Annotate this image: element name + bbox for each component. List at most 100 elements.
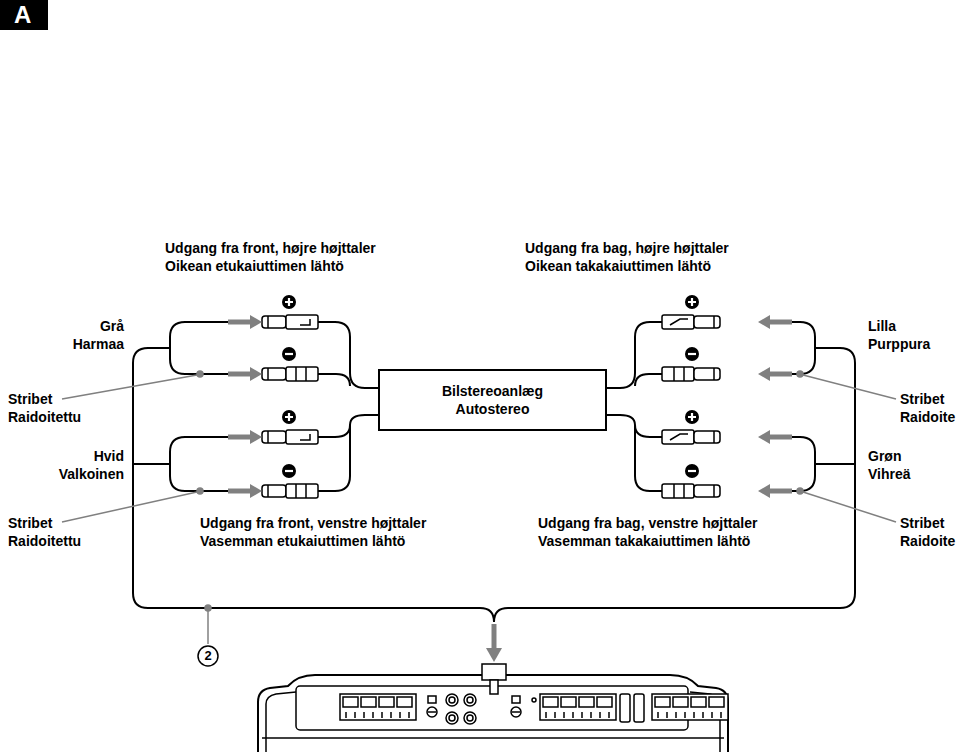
insert-arrow bbox=[228, 484, 262, 498]
drawing-stroke bbox=[286, 484, 318, 498]
drawing-stroke bbox=[197, 371, 203, 377]
drawing-stroke bbox=[207, 610, 209, 644]
drawing-stroke bbox=[250, 430, 262, 444]
drawing-stroke bbox=[267, 316, 269, 328]
drawing-stroke bbox=[758, 367, 770, 381]
drawing-stroke bbox=[532, 698, 536, 702]
insert-arrow bbox=[758, 484, 792, 498]
drawing-stroke bbox=[803, 492, 896, 522]
drawing-stroke bbox=[464, 694, 476, 706]
terminal-plug bbox=[662, 315, 720, 329]
drawing-stroke bbox=[770, 320, 792, 325]
drawing-stroke bbox=[607, 322, 662, 388]
wire-label: Vasemman takakaiuttimen lähtö bbox=[538, 532, 750, 550]
drawing-stroke bbox=[446, 694, 458, 706]
drawing-stroke bbox=[300, 319, 310, 325]
drawing-stroke bbox=[815, 463, 855, 465]
drawing-stroke bbox=[713, 431, 715, 443]
drawing-stroke bbox=[670, 434, 688, 440]
terminal-plug bbox=[262, 484, 318, 498]
terminal-plug bbox=[662, 367, 720, 381]
minus-sign bbox=[282, 464, 296, 478]
drawing-stroke bbox=[427, 707, 437, 717]
drawing-stroke bbox=[635, 425, 662, 491]
terminal-cell bbox=[673, 697, 688, 707]
wire-label: Stribet bbox=[900, 514, 944, 532]
drawing-stroke bbox=[170, 437, 228, 491]
drawing-stroke bbox=[285, 298, 293, 306]
drawing-stroke bbox=[296, 484, 306, 498]
drawing-stroke bbox=[262, 431, 286, 443]
minus-sign bbox=[685, 347, 699, 361]
terminal-cell bbox=[709, 697, 724, 707]
terminal-screw bbox=[694, 712, 703, 718]
drawing-stroke bbox=[285, 353, 293, 355]
drawing-stroke bbox=[266, 692, 296, 752]
drawing-stroke bbox=[512, 696, 520, 703]
plus-sign bbox=[685, 295, 699, 309]
terminal-plug bbox=[662, 430, 720, 444]
drawing-stroke bbox=[758, 484, 770, 498]
drawing-stroke bbox=[228, 489, 250, 494]
drawing-stroke bbox=[262, 737, 724, 739]
insert-arrow bbox=[228, 315, 262, 329]
wire-label: Harmaa bbox=[73, 335, 124, 353]
terminal-screw bbox=[346, 712, 355, 718]
wire-label: Stribet bbox=[8, 390, 52, 408]
wire-label: Oikean takakaiuttimen lähtö bbox=[525, 257, 711, 275]
drawing-stroke bbox=[770, 372, 792, 377]
drawing-stroke bbox=[674, 484, 684, 498]
terminal-screw bbox=[582, 712, 591, 718]
drawing-stroke bbox=[250, 315, 262, 329]
drawing-stroke bbox=[449, 697, 455, 703]
drawing-stroke bbox=[662, 367, 694, 381]
wire-label: Udgang fra front, højre højttaler bbox=[165, 239, 376, 257]
drawing-stroke bbox=[286, 430, 318, 444]
drawing-stroke bbox=[797, 371, 803, 377]
drawing-stroke bbox=[688, 413, 696, 421]
terminal-screw bbox=[382, 712, 391, 718]
drawing-stroke bbox=[688, 353, 696, 355]
amplifier bbox=[258, 664, 728, 752]
drawing-stroke bbox=[282, 347, 296, 361]
box-text: Autostereo bbox=[456, 400, 530, 418]
wire-label: Vasemman etukaiuttimen lähtö bbox=[200, 532, 405, 550]
drawing-stroke bbox=[250, 484, 262, 498]
drawing-stroke bbox=[262, 485, 286, 497]
drawing-stroke bbox=[713, 485, 715, 497]
wire-label: Udgang fra bag, venstre højttaler bbox=[538, 514, 757, 532]
drawing-stroke bbox=[490, 680, 498, 694]
drawing-stroke bbox=[318, 425, 350, 491]
section-tab bbox=[0, 0, 48, 30]
wire-label: Raidoitettu bbox=[8, 532, 81, 550]
wire-label: Vihreä bbox=[868, 465, 911, 483]
drawing-stroke bbox=[449, 715, 455, 721]
polarity-signs bbox=[282, 295, 699, 478]
terminal-cell bbox=[343, 697, 358, 707]
drawing-stroke bbox=[758, 315, 770, 329]
drawing-stroke bbox=[511, 707, 521, 717]
insert-arrow bbox=[758, 430, 792, 444]
drawing-stroke bbox=[170, 322, 228, 374]
drawing-stroke bbox=[803, 375, 896, 399]
drawing-stroke bbox=[300, 434, 310, 440]
drawing-stroke bbox=[318, 374, 350, 386]
drawing-stroke bbox=[694, 485, 720, 497]
wire-label: Udgang fra front, venstre højttaler bbox=[200, 514, 426, 532]
insert-arrow bbox=[486, 624, 502, 662]
drawing-stroke bbox=[286, 315, 318, 329]
drawing-stroke bbox=[62, 375, 197, 399]
terminal-screw bbox=[546, 712, 555, 718]
terminal-block bbox=[540, 694, 616, 720]
wire-label: Lilla bbox=[868, 317, 896, 335]
terminal-cell bbox=[579, 697, 594, 707]
terminal-cell bbox=[361, 697, 376, 707]
drawing-stroke bbox=[285, 470, 293, 472]
drawing-stroke bbox=[770, 435, 792, 440]
terminal-screw bbox=[564, 712, 573, 718]
drawing-stroke bbox=[340, 666, 728, 720]
insert-arrow bbox=[758, 315, 792, 329]
terminal-cell bbox=[543, 697, 558, 707]
drawing-stroke bbox=[674, 367, 684, 381]
wire-label: Raidoitettu bbox=[8, 408, 81, 426]
